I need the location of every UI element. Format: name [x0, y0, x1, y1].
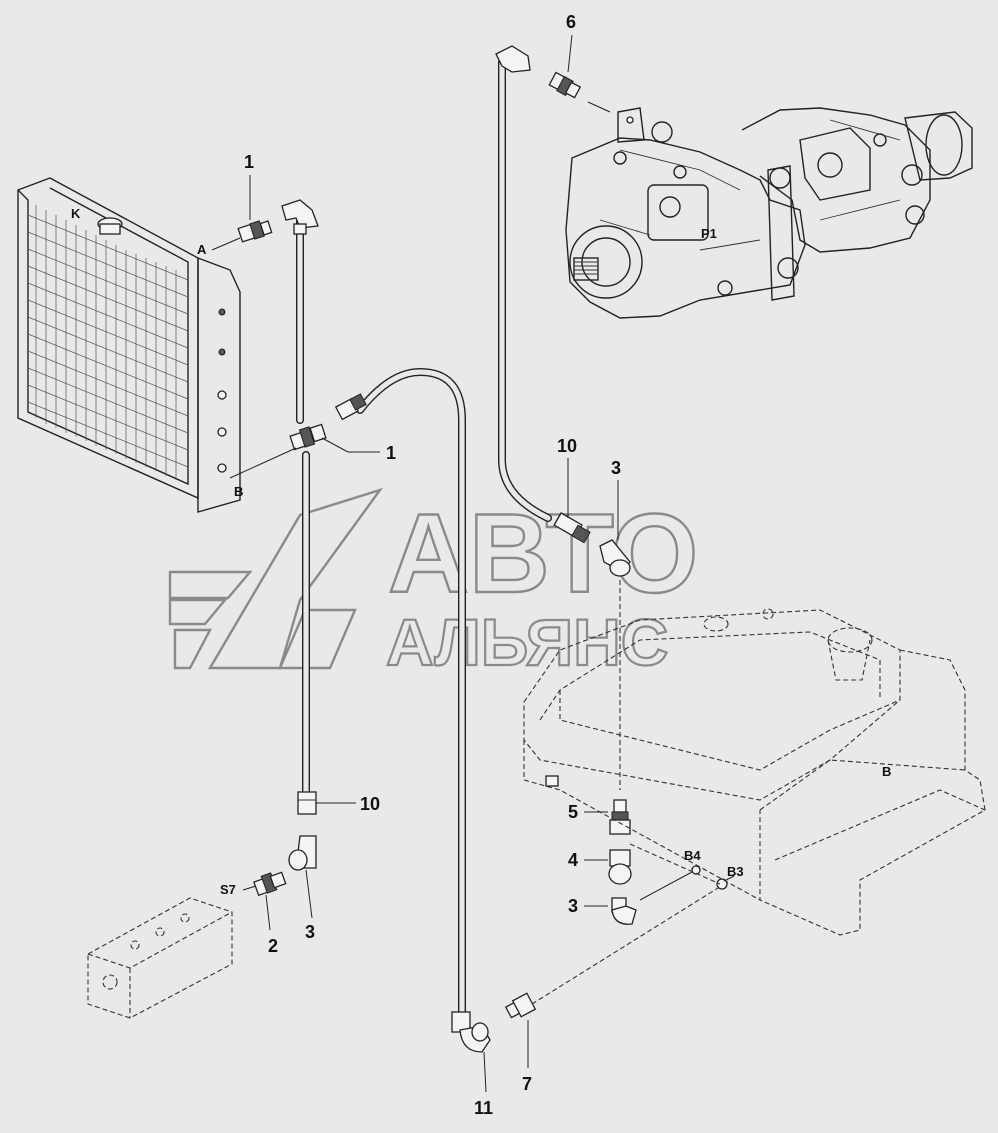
callout-11: 11: [474, 1098, 493, 1118]
hose-radiator-to-manifold: [284, 205, 310, 799]
fitting-7: [504, 992, 537, 1019]
elbow-top-pump-hose: [495, 45, 531, 73]
pump-assembly: [565, 107, 973, 319]
watermark-logo: [168, 487, 384, 670]
elbow-3-lower: [611, 897, 637, 925]
callout-3-lower: 3: [568, 896, 578, 916]
fitting-1-mid: [289, 423, 327, 451]
callout-4: 4: [568, 850, 578, 870]
valve-block-s7: [87, 897, 233, 1019]
letter-labels: K A B P1 S7 B4 B3 B: [71, 206, 891, 897]
callout-10-left: 10: [360, 794, 380, 814]
fitting-4: [608, 849, 632, 885]
elbow-3-left: [288, 835, 317, 871]
fitting-5: [609, 799, 631, 835]
label-s7: S7: [220, 882, 236, 897]
label-a: A: [197, 242, 207, 257]
fitting-1-top: [237, 220, 273, 243]
watermark-text-line2: АЛЬЯНС: [386, 605, 668, 679]
callout-6: 6: [566, 12, 576, 32]
elbow-11: [451, 1011, 491, 1053]
hose-pump-return: [498, 58, 552, 522]
callout-5: 5: [568, 802, 578, 822]
callout-1-mid: 1: [386, 443, 396, 463]
label-k: K: [71, 206, 81, 221]
radiator: [17, 177, 241, 513]
elbow-3-upper: [599, 539, 631, 577]
label-b-tank: B: [882, 764, 891, 779]
callout-1-top: 1: [244, 152, 254, 172]
label-b-radiator: B: [234, 484, 243, 499]
label-p1: P1: [701, 226, 717, 241]
hose-end-10-right: [553, 512, 591, 544]
leader-lines: [211, 34, 735, 1093]
hydraulic-tank: [523, 608, 986, 936]
radiator-core-grid: [27, 205, 189, 480]
label-b3: B3: [727, 864, 744, 879]
callout-3-upper: 3: [611, 458, 621, 478]
port-plug-b4: [691, 865, 701, 875]
hose-end-10-left: [297, 791, 317, 815]
callout-7: 7: [522, 1074, 532, 1094]
elbow-top-radiator-hose: [281, 199, 319, 235]
fitting-6: [548, 71, 582, 99]
watermark: АВТО АЛЬЯНС: [168, 487, 699, 680]
callout-2: 2: [268, 936, 278, 956]
hose-long-loop: [356, 368, 466, 1019]
watermark-text-line1: АВТО: [388, 491, 698, 616]
label-b4: B4: [684, 848, 701, 863]
callout-labels: 1 1 10 3 2 11 6 10 3 5 4 3 7: [244, 12, 621, 1118]
callout-10-right: 10: [557, 436, 577, 456]
adapter-2: [253, 871, 287, 897]
port-plug-b3: [716, 878, 728, 890]
hose-end-nut-loop: [334, 393, 367, 421]
callout-3-left: 3: [305, 922, 315, 942]
